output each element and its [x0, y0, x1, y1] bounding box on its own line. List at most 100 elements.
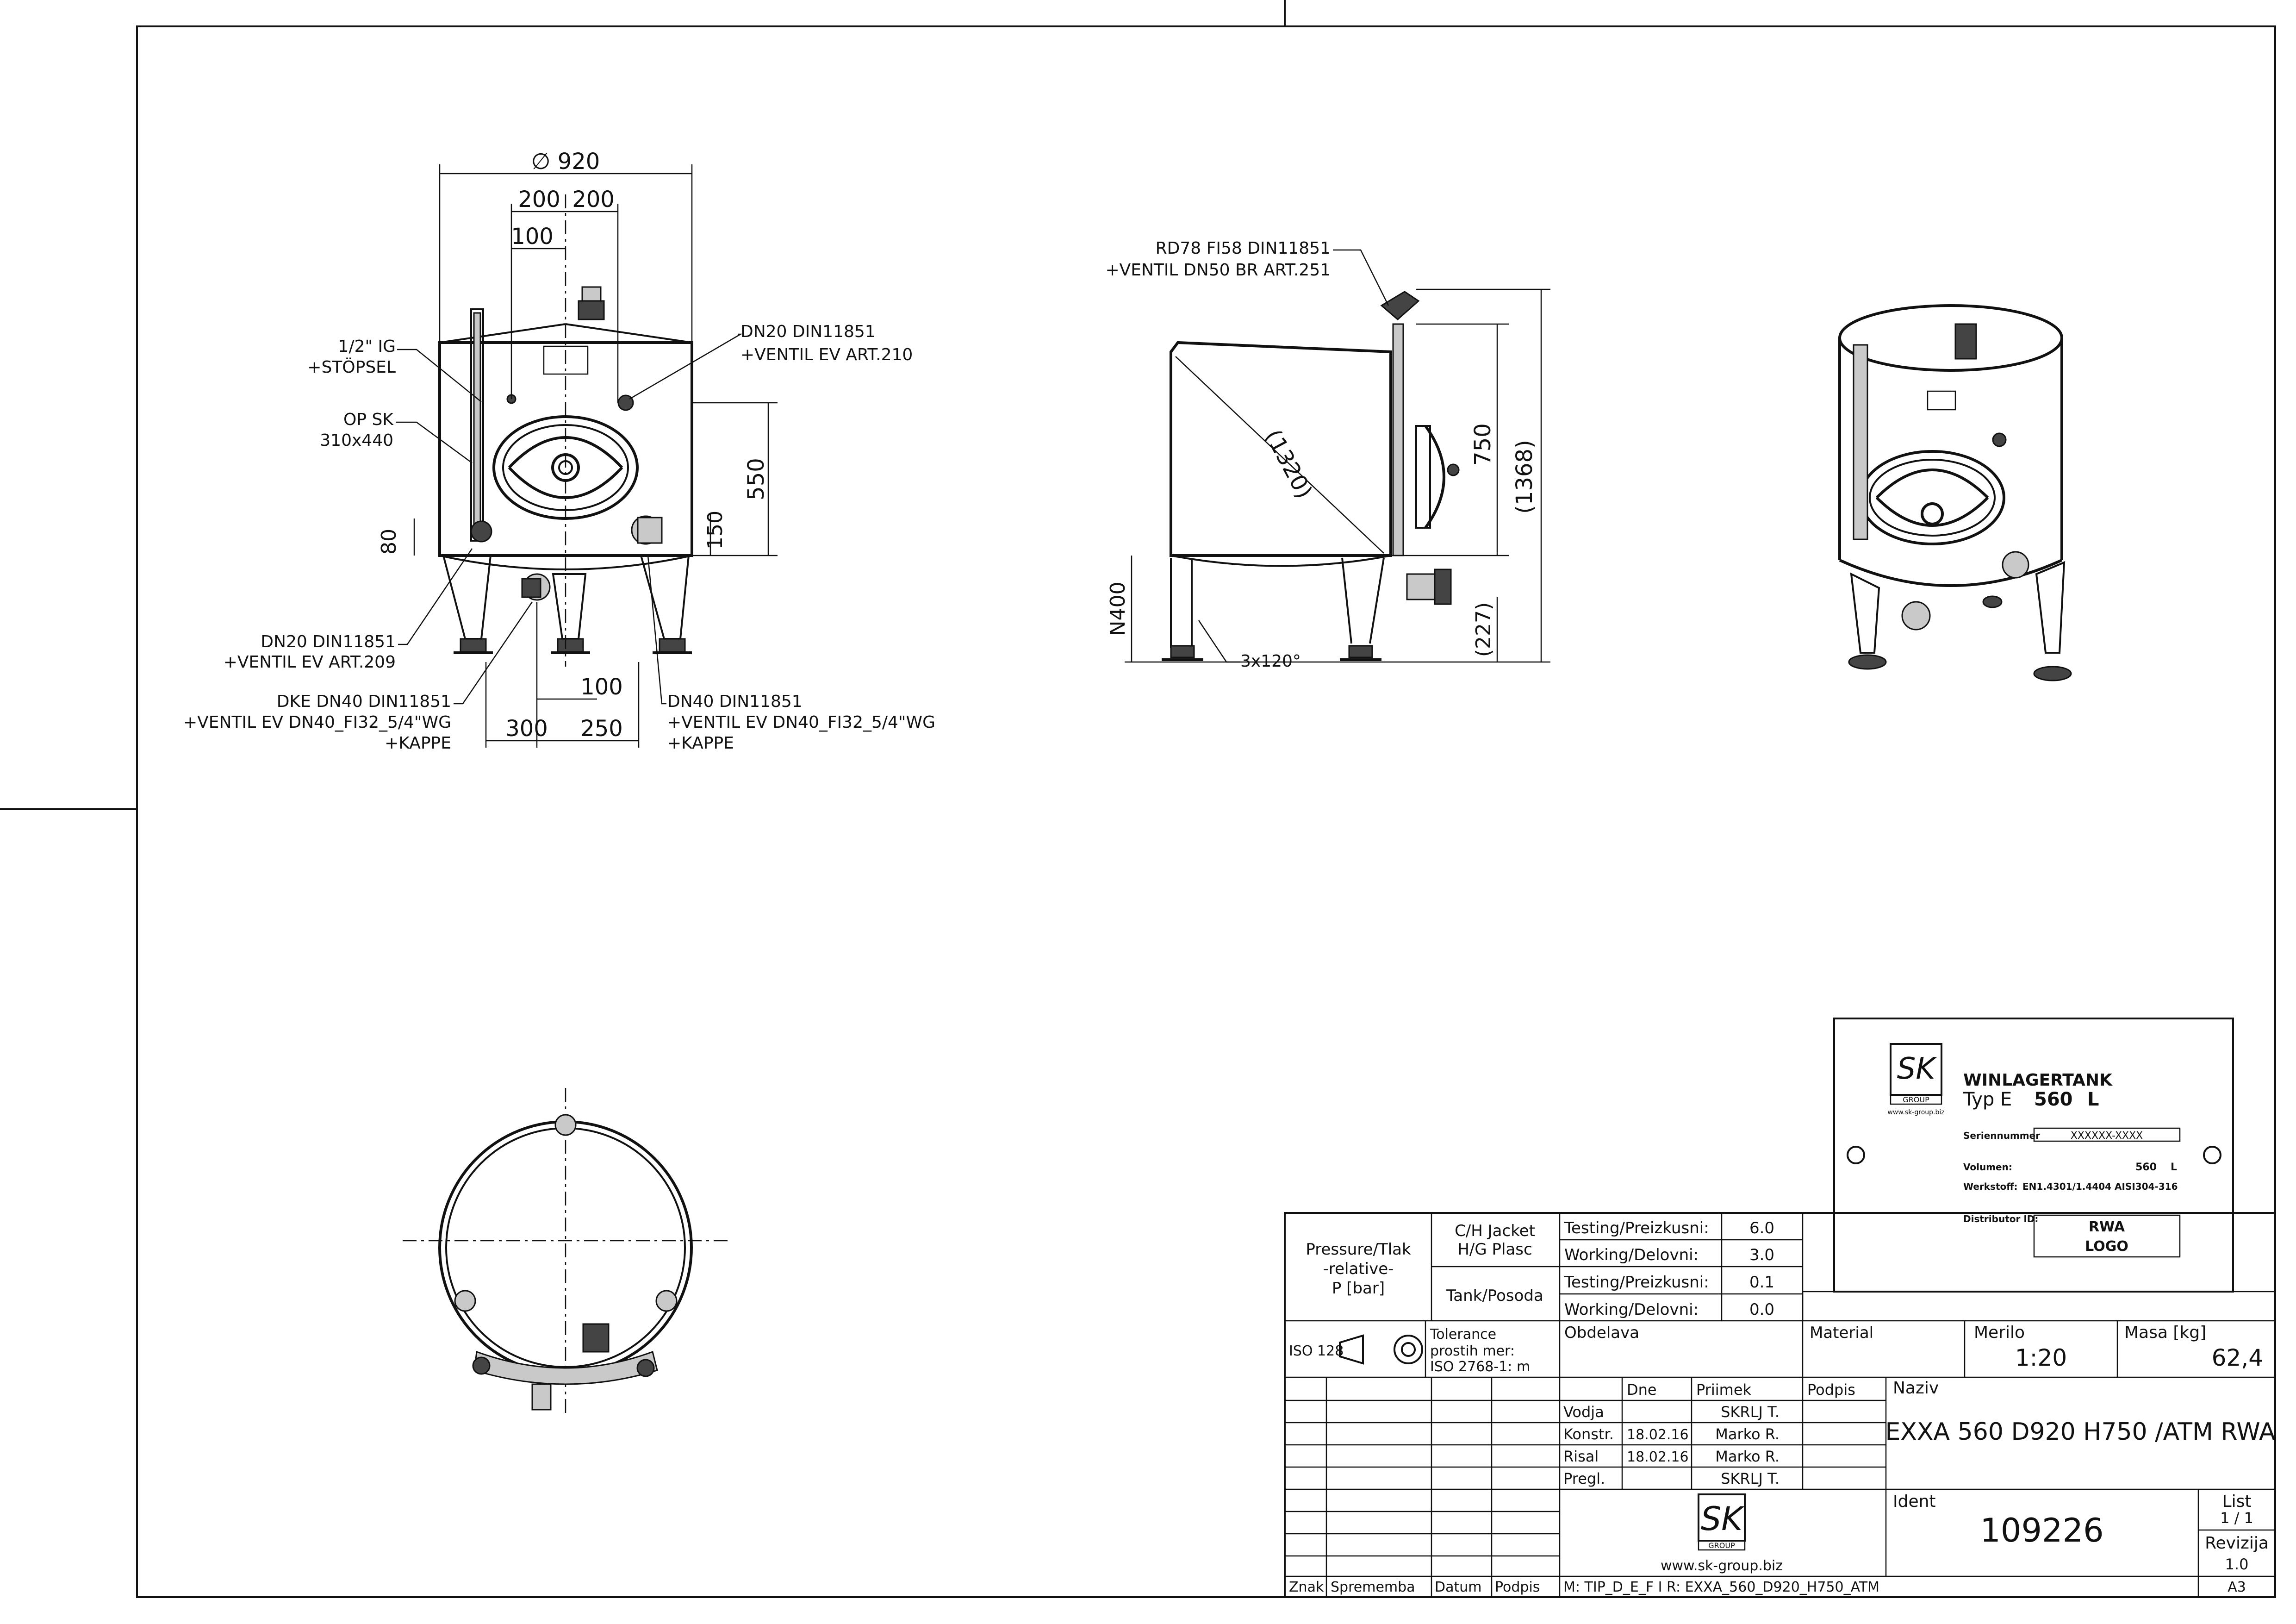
side-view: [1125, 249, 1550, 663]
ident-value: 109226: [1980, 1512, 2103, 1549]
row-1-value: 6.0: [1749, 1219, 1774, 1237]
row-3-label: Testing/Preizkusni:: [1564, 1273, 1709, 1292]
row-2-label: Working/Delovni:: [1564, 1246, 1699, 1264]
title-logo-sub: GROUP: [1708, 1541, 1735, 1550]
nameplate: SK GROUP www.sk-group.biz WINLAGERTANK T…: [1833, 1018, 2234, 1293]
naziv-label: Naziv: [1893, 1379, 1939, 1398]
dim-200-right: 200: [572, 187, 615, 212]
dim-80: 80: [377, 529, 401, 555]
dim-150: 150: [703, 511, 727, 550]
nameplate-type-value: 560: [2034, 1089, 2073, 1110]
person-3-role: Risal: [1563, 1448, 1599, 1465]
label-dn20-top-2: +VENTIL EV ART.210: [740, 345, 913, 364]
label-dke-2: +VENTIL EV DN40_FI32_5/4"WG: [183, 713, 451, 732]
top-view: [403, 1088, 731, 1417]
dim-100-bottom: 100: [580, 674, 623, 700]
nameplate-serial-value: XXXXXX-XXXX: [2071, 1130, 2143, 1142]
dim-227: (227): [1472, 602, 1495, 657]
dim-250: 250: [580, 716, 623, 742]
label-dn20-bottom-2: +VENTIL EV ART.209: [224, 653, 396, 672]
list-value: 1 / 1: [2220, 1509, 2253, 1527]
nameplate-material-value: EN1.4301/1.4404 AISI304-316: [2022, 1181, 2178, 1192]
tank-roof-left: [439, 323, 566, 344]
title-block-text: Pressure/Tlak -relative- P [bar] C/H Jac…: [1289, 1219, 2276, 1595]
label-dke-3: +KAPPE: [385, 734, 451, 753]
file-path: M: TIP_D_E_F I R: EXXA_560_D920_H750_ATM: [1563, 1579, 1879, 1595]
nameplate-type-unit: L: [2087, 1089, 2099, 1110]
jacket-label-2: H/G Plasc: [1457, 1240, 1532, 1259]
tolerance-1: Tolerance: [1430, 1326, 1496, 1343]
tank-roof-right: [565, 323, 692, 344]
merilo-value: 1:20: [2015, 1344, 2067, 1371]
person-2-name: Marko R.: [1715, 1425, 1780, 1443]
nameplate-logo-sub: GROUP: [1903, 1095, 1929, 1104]
row-1-label: Testing/Preizkusni:: [1564, 1219, 1709, 1237]
person-2-role: Konstr.: [1563, 1425, 1614, 1443]
hdr-dne: Dne: [1627, 1381, 1657, 1399]
side-pipe: [1392, 323, 1404, 556]
dim-n400: N400: [1106, 582, 1130, 636]
iso-label: ISO 128: [1289, 1343, 1344, 1359]
hdr-podpis: Podpis: [1807, 1381, 1855, 1399]
leg-front-middle: [552, 573, 587, 640]
revizija-label: Revizija: [2205, 1534, 2269, 1553]
row-4-value: 0.0: [1749, 1300, 1774, 1319]
nameplate-type-prefix: Typ E: [1963, 1089, 2012, 1110]
revizija-value: 1.0: [2225, 1555, 2249, 1573]
iso-view: [1838, 304, 2072, 681]
hdr-priimek: Priimek: [1696, 1381, 1752, 1399]
person-4-role: Pregl.: [1563, 1470, 1605, 1487]
col-datum: Datum: [1435, 1579, 1481, 1595]
nameplate-distributor-logo-1: RWA: [2089, 1219, 2125, 1235]
tank-body-side: [1170, 341, 1392, 557]
col-podpis: Podpis: [1495, 1579, 1540, 1595]
small-nameplate-front: [543, 345, 589, 375]
nameplate-serial-label: Seriennummer: [1963, 1130, 2040, 1141]
title-logo-text: SK: [1701, 1500, 1745, 1538]
title-logo-url: www.sk-group.biz: [1661, 1558, 1783, 1574]
label-ig-1: 1/2" IG: [338, 337, 396, 356]
dim-1368: (1368): [1512, 440, 1537, 514]
label-dn20-top-1: DN20 DIN11851: [740, 322, 876, 341]
label-opsk-1: OP SK: [343, 410, 394, 429]
person-1-role: Vodja: [1563, 1403, 1604, 1421]
format-value: A3: [2228, 1579, 2246, 1595]
label-rd78-1: RD78 FI58 DIN11851: [1156, 239, 1331, 258]
label-dn40-2: +VENTIL EV DN40_FI32_5/4"WG: [667, 713, 935, 732]
material-label: Material: [1810, 1324, 1873, 1342]
merilo-label: Merilo: [1974, 1323, 2025, 1342]
nameplate-volume-label: Volumen:: [1963, 1162, 2012, 1173]
nameplate-volume-unit: L: [2171, 1162, 2177, 1173]
leg-front-left: [442, 555, 492, 640]
nameplate-logo-url: www.sk-group.biz: [1887, 1109, 1944, 1116]
dim-diameter: ∅ 920: [531, 149, 600, 175]
tank-label: Tank/Posoda: [1446, 1287, 1543, 1305]
title-block: [1284, 1212, 2276, 1598]
col-znak: Znak: [1289, 1579, 1324, 1595]
drawing-frame: [0, 0, 2276, 1598]
row-2-value: 3.0: [1749, 1246, 1774, 1264]
dim-200-left: 200: [518, 187, 560, 212]
dim-750: 750: [1470, 423, 1496, 466]
ident-label: Ident: [1893, 1492, 1936, 1511]
label-rd78-2: +VENTIL DN50 BR ART.251: [1105, 261, 1331, 280]
dim-100-top: 100: [511, 224, 554, 250]
leg-front-right: [640, 555, 690, 640]
nameplate-distributor-logo-2: LOGO: [2085, 1238, 2128, 1255]
person-3-date: 18.02.16: [1627, 1449, 1689, 1465]
front-view: [438, 194, 693, 667]
nameplate-title: WINLAGERTANK: [1963, 1071, 2113, 1090]
dim-300: 300: [505, 716, 548, 742]
person-4-name: SKRLJ T.: [1721, 1470, 1780, 1487]
label-dn40-1: DN40 DIN11851: [667, 692, 803, 711]
front-labels: ∅ 920 200 200 100 550 150 80 100 300 250…: [183, 149, 935, 753]
pressure-label-1: Pressure/Tlak: [1306, 1240, 1411, 1259]
label-opsk-2: 310x440: [320, 431, 393, 450]
tolerance-2: prostih mer:: [1430, 1343, 1515, 1359]
masa-value: 62,4: [2212, 1344, 2263, 1371]
obdelava-label: Obdelava: [1564, 1324, 1639, 1342]
nameplate-material-label: Werkstoff:: [1963, 1181, 2017, 1192]
naziv-value: EXXA 560 D920 H750 /ATM RWA: [1885, 1418, 2275, 1446]
masa-label: Masa [kg]: [2124, 1323, 2206, 1342]
jacket-label-1: C/H Jacket: [1455, 1222, 1535, 1240]
